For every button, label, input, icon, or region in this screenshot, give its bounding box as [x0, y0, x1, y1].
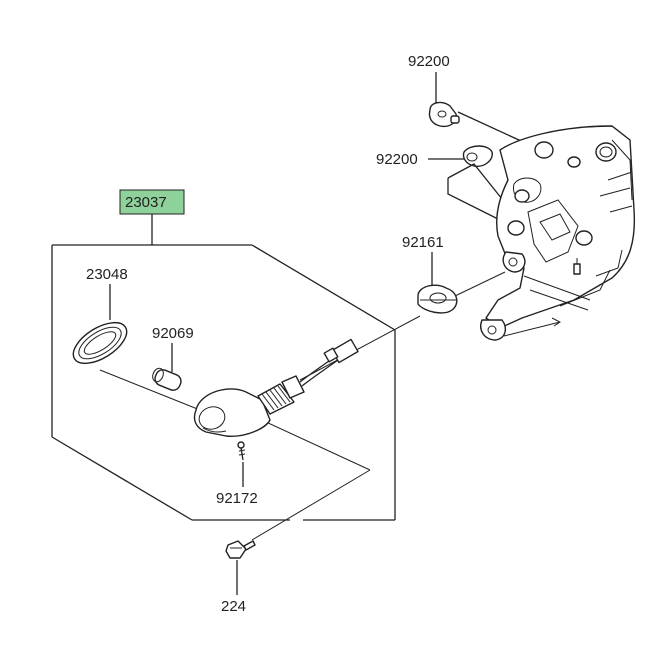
label-23037[interactable]: 23037 [125, 194, 167, 211]
nut [281, 375, 305, 399]
damper-mid-icon[interactable] [462, 145, 493, 167]
damper-top-icon[interactable] [428, 101, 460, 128]
label-92069[interactable]: 92069 [152, 325, 194, 342]
label-92200-mid[interactable]: 92200 [376, 151, 418, 168]
damper-mid-guide [447, 163, 507, 205]
lens-ring-icon[interactable] [67, 314, 134, 371]
grommet-icon[interactable] [417, 284, 458, 314]
label-92172[interactable]: 92172 [216, 490, 258, 507]
bolt-icon[interactable] [225, 540, 256, 559]
label-224[interactable]: 224 [221, 598, 246, 615]
wire-connector [331, 338, 359, 364]
label-92200-top[interactable]: 92200 [408, 53, 450, 70]
label-23048[interactable]: 23048 [86, 266, 128, 283]
assembly-label-highlight [119, 189, 185, 215]
bulb-icon[interactable] [151, 367, 183, 393]
threaded-stem [257, 383, 295, 415]
turn-signal-icon[interactable] [193, 338, 359, 437]
label-92161[interactable]: 92161 [402, 234, 444, 251]
assembly-group-outline [51, 214, 396, 521]
small-screw-icon[interactable] [237, 441, 246, 461]
bracket-icon [480, 125, 636, 341]
